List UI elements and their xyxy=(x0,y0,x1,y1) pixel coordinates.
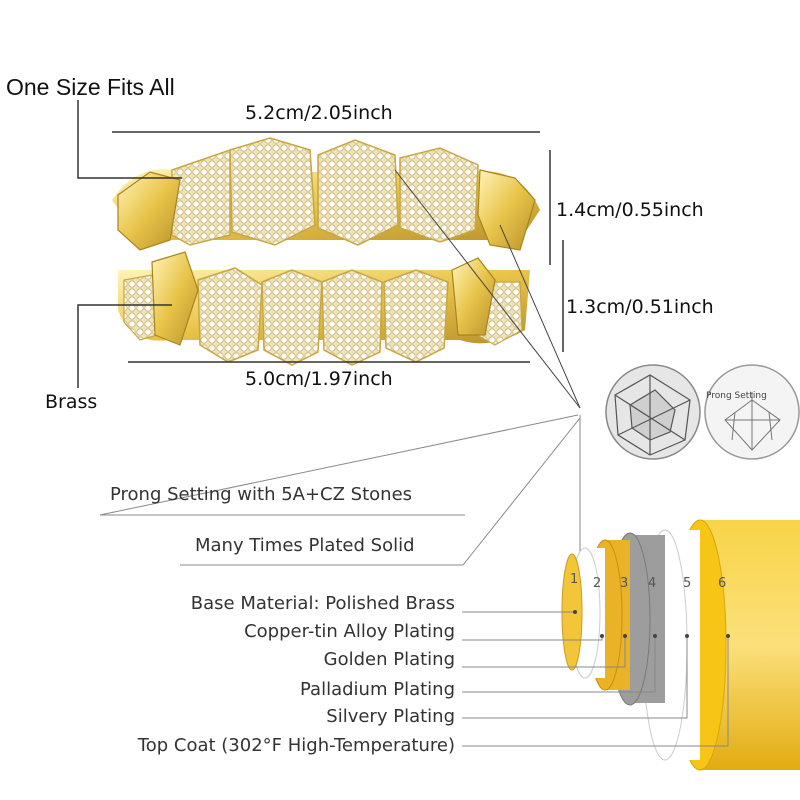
stone-facets xyxy=(614,374,691,456)
top-left-fang xyxy=(117,171,181,251)
one-size-callout xyxy=(77,100,182,179)
layer-6-label: Top Coat (302°F High-Temperature) xyxy=(137,735,455,756)
layer-leader-lines xyxy=(462,611,729,747)
top-height-label: 1.4cm/0.55inch xyxy=(556,199,704,221)
bottom-left-fang xyxy=(151,251,199,346)
layer-4-number: 4 xyxy=(648,576,657,591)
leader-line-2 xyxy=(499,224,581,409)
brass-label: Brass xyxy=(45,391,98,413)
layer-3-number: 3 xyxy=(620,576,629,591)
prong-setting-note: Prong Setting with 5A+CZ Stones xyxy=(110,484,413,505)
top-right-fang xyxy=(477,169,536,251)
bottom-right-fang xyxy=(451,257,496,336)
prong-diagram-caption: Prong Setting xyxy=(706,391,767,401)
leader-line-1 xyxy=(394,169,581,409)
plating-cylinder xyxy=(561,519,800,771)
layer-3-label: Golden Plating xyxy=(323,649,455,670)
bottom-width-label: 5.0cm/1.97inch xyxy=(245,368,393,390)
layer-5-label: Silvery Plating xyxy=(326,706,455,727)
bottom-height-label: 1.3cm/0.51inch xyxy=(566,296,714,318)
brass-callout xyxy=(77,304,172,388)
plated-note-leader xyxy=(462,417,581,566)
layer-1-label: Base Material: Polished Brass xyxy=(190,593,455,614)
plated-solid-note: Many Times Plated Solid xyxy=(195,535,415,556)
layer-2-label: Copper-tin Alloy Plating xyxy=(244,621,455,642)
one-size-label: One Size Fits All xyxy=(6,74,175,100)
layer-dots xyxy=(573,610,730,638)
layer-2-number: 2 xyxy=(593,576,602,591)
bottom-teeth xyxy=(123,267,523,366)
layer-5-number: 5 xyxy=(683,576,692,591)
prong-diagram-lines xyxy=(724,392,781,451)
top-width-label: 5.2cm/2.05inch xyxy=(245,102,393,124)
prong-note-leader xyxy=(99,414,579,516)
layer-6-number: 6 xyxy=(718,576,727,591)
layer-1-number: 1 xyxy=(570,572,579,587)
top-teeth xyxy=(171,137,479,246)
layer-4-label: Palladium Plating xyxy=(300,679,455,700)
